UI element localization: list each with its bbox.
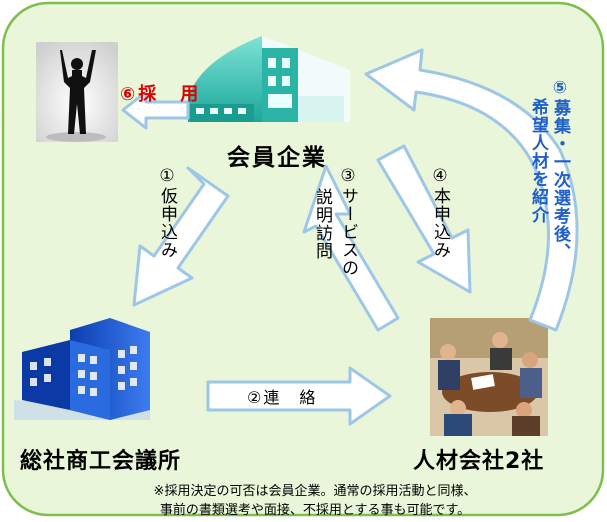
arrow-provisional-application	[132, 166, 230, 307]
chamber-label: 総社商工会議所	[20, 449, 182, 474]
note-line2: 事前の書類選考や面接、不採用とする事も可能です。	[159, 503, 471, 518]
arrow-recruit-introduce	[364, 48, 579, 332]
member-company-building-icon	[188, 36, 350, 122]
step5-recruit-label-line2: 希望人材を紹介	[528, 98, 548, 224]
step1-provisional-application-label: ①仮申込み	[157, 166, 177, 259]
staffing-companies-label: 人材会社2社	[413, 449, 545, 474]
person-icon	[36, 42, 118, 142]
arrow-contact	[206, 366, 392, 426]
note-text: ※採用決定の可否は会員企業。通常の採用活動と同様、 事前の書類選考や面接、不採用…	[60, 482, 570, 520]
step4-formal-application-label: ④本申込み	[430, 166, 450, 259]
step6-hire-label: ⑥採 用	[120, 84, 202, 105]
step3-service-label-line2: 説明訪問	[312, 188, 332, 260]
step3-service-label-line1: ③サービスの	[338, 166, 358, 277]
chamber-building-icon	[14, 318, 150, 420]
step2-contact-label: ②連 絡	[247, 388, 318, 407]
step5-recruit-label-line1: ⑤募集・一次選考後、	[550, 78, 570, 261]
meeting-photo-icon	[430, 318, 548, 436]
arrow-formal-application	[376, 144, 472, 294]
note-line1: ※採用決定の可否は会員企業。通常の採用活動と同様、	[153, 484, 477, 499]
arrow-service-visit	[302, 164, 400, 332]
member-company-label: 会員企業	[227, 145, 327, 171]
arrow-hire	[121, 90, 190, 130]
